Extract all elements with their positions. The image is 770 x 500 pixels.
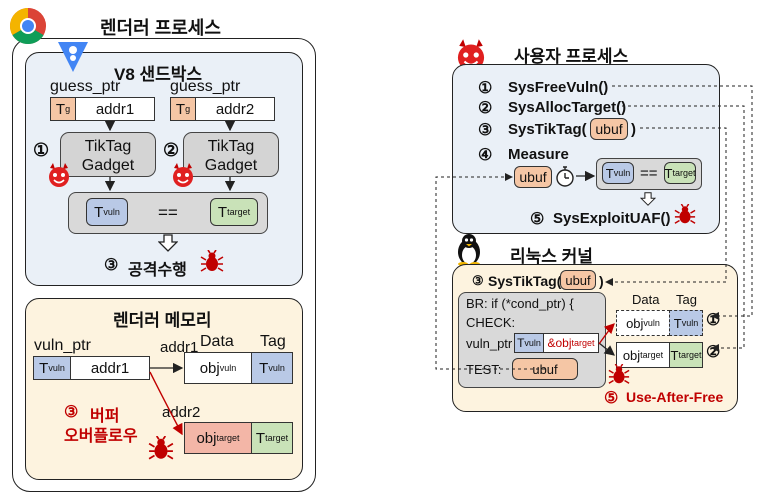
sys-alloc-target: SysAllocTarget(): [508, 99, 627, 116]
kernel-tag-header: Tag: [676, 292, 697, 307]
overflow-label-2: 오버플로우: [64, 428, 138, 445]
ubuf-arg: ubuf: [590, 118, 628, 140]
user-step-1: ①: [478, 80, 493, 97]
user-step-3: ③: [478, 122, 493, 139]
kernel-sys-tiktag-close: ): [599, 273, 604, 289]
down-arrow-icon: [640, 192, 656, 206]
addr1-box: addr1: [75, 97, 155, 121]
step-2-marker: ②: [163, 140, 180, 160]
kernel-marker-2: ②: [706, 344, 721, 361]
addr1-arrow-label: addr1: [160, 339, 199, 356]
guess-ptr-label-1: guess_ptr: [50, 78, 121, 95]
sys-tiktag-close: ): [631, 121, 636, 138]
user-step-4: ④: [478, 147, 493, 164]
guess-ptr-label-2: guess_ptr: [170, 78, 241, 95]
uaf-step-marker: ⑤: [604, 390, 619, 407]
tux-penguin-icon: [458, 234, 480, 266]
kernel-step-3: ③: [472, 273, 484, 288]
kernel-vuln-ptr: vuln_ptr: [466, 336, 513, 351]
attack-step-marker: ③: [104, 257, 119, 274]
vuln-ptr-label: vuln_ptr: [34, 337, 91, 354]
check-line: CHECK:: [466, 315, 516, 330]
test-line: TEST:: [466, 362, 502, 377]
addr2-arrow-label: addr2: [162, 404, 201, 421]
overflow-label-1: 버퍼: [90, 408, 120, 425]
stopwatch-icon: [556, 166, 574, 187]
devil-icon: [49, 163, 69, 187]
user-process-title: 사용자 프로세스: [514, 47, 629, 66]
user-equals: ==: [640, 165, 658, 182]
kernel-ubuf-arg: ubuf: [560, 270, 596, 290]
branch-line: BR: if (*cond_ptr) {: [466, 296, 574, 311]
renderer-process-title: 렌더러 프로세스: [100, 18, 221, 38]
kernel-sys-tiktag: SysTikTag(: [488, 273, 562, 289]
test-ubuf: ubuf: [512, 358, 578, 380]
step-1-marker: ①: [33, 140, 50, 160]
down-arrow-icon: [158, 234, 178, 252]
measure-label: Measure: [508, 146, 569, 163]
kernel-data-header: Data: [632, 292, 660, 307]
sys-tiktag: SysTikTag(: [508, 121, 587, 138]
v8-sandbox-title: V8 샌드박스: [114, 65, 203, 84]
bug-icon: [674, 204, 696, 224]
bug-icon: [200, 250, 224, 272]
data-header: Data: [200, 333, 234, 350]
equals-sign: ==: [158, 203, 178, 222]
vuln-ptr-addr1: addr1: [70, 356, 150, 380]
overflow-step-marker: ③: [64, 404, 79, 421]
devil-icon: [173, 163, 193, 187]
chrome-icon: [9, 7, 46, 45]
attack-label: 공격수행: [128, 262, 187, 279]
sys-free-vuln: SysFreeVuln(): [508, 79, 609, 96]
renderer-memory-title: 렌더러 메모리: [113, 311, 212, 330]
bug-icon: [608, 364, 630, 384]
ubuf-measure: ubuf: [514, 166, 552, 188]
kernel-marker-1: ①: [706, 312, 721, 329]
uaf-label: Use-After-Free: [626, 389, 724, 405]
sys-exploit-uaf: SysExploitUAF(): [553, 210, 671, 227]
bug-icon: [148, 436, 174, 460]
user-step-5: ⑤: [530, 211, 545, 228]
addr2-box: addr2: [195, 97, 275, 121]
v8-logo-icon: [58, 42, 88, 72]
tag-header: Tag: [260, 333, 286, 350]
user-step-2: ②: [478, 100, 493, 117]
